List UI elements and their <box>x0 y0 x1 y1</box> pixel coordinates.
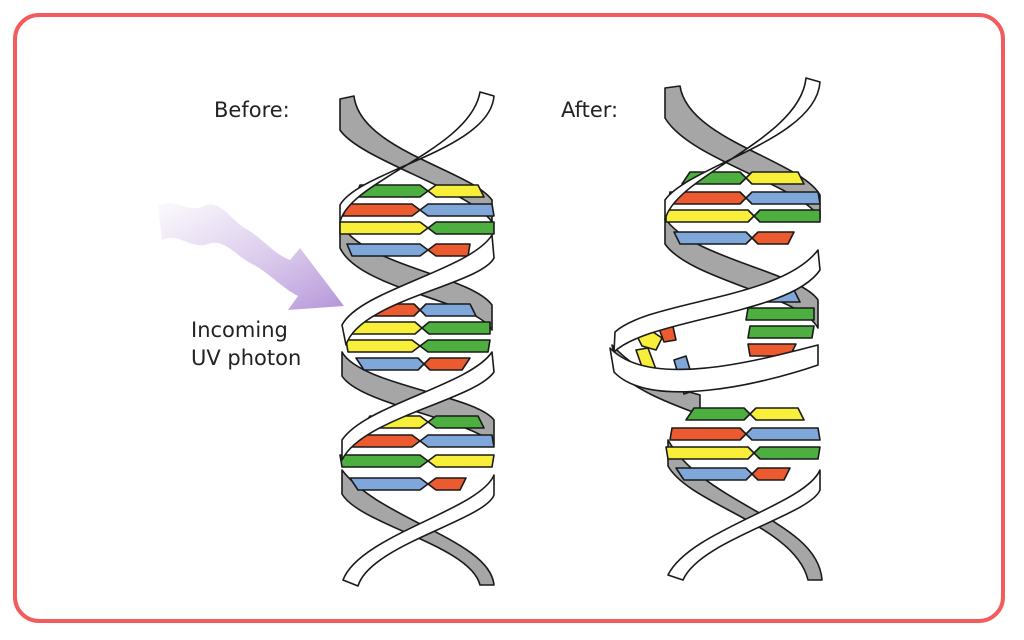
helix-before-front-strand <box>339 91 495 587</box>
incoming-label-line1: Incoming <box>191 318 288 342</box>
helix-before-base-pairs <box>339 184 495 491</box>
helix-after-base-pairs <box>635 171 821 481</box>
dna-helix-before <box>339 91 495 587</box>
before-label: Before: <box>214 98 290 122</box>
dna-helix-after <box>609 77 823 581</box>
helix-after-front-strand <box>609 77 821 581</box>
after-label: After: <box>561 98 618 122</box>
incoming-label-line2: UV photon <box>191 346 301 370</box>
diagram-frame <box>13 13 1005 623</box>
uv-photon-arrow-icon <box>158 202 344 310</box>
